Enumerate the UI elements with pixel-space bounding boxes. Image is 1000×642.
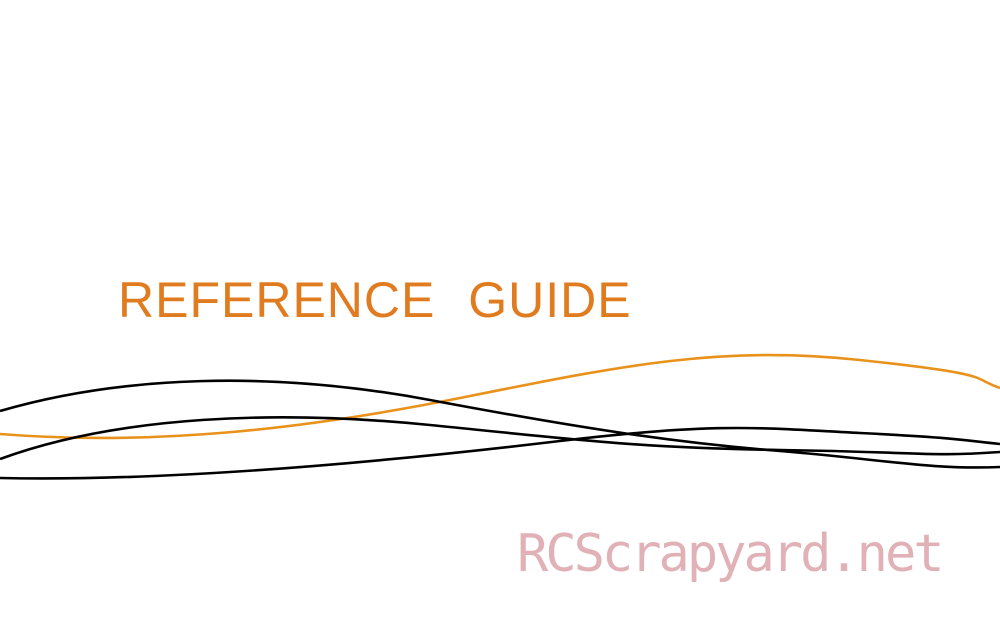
orange-wave-line	[0, 353, 1000, 440]
black-wave-line-1	[0, 379, 1000, 469]
black-wave-line-3	[0, 426, 1000, 480]
page-title: REFERENCE GUIDE	[118, 272, 632, 328]
black-wave-line-2	[0, 416, 1000, 461]
watermark-text: RCScrapyard.net	[517, 524, 945, 584]
